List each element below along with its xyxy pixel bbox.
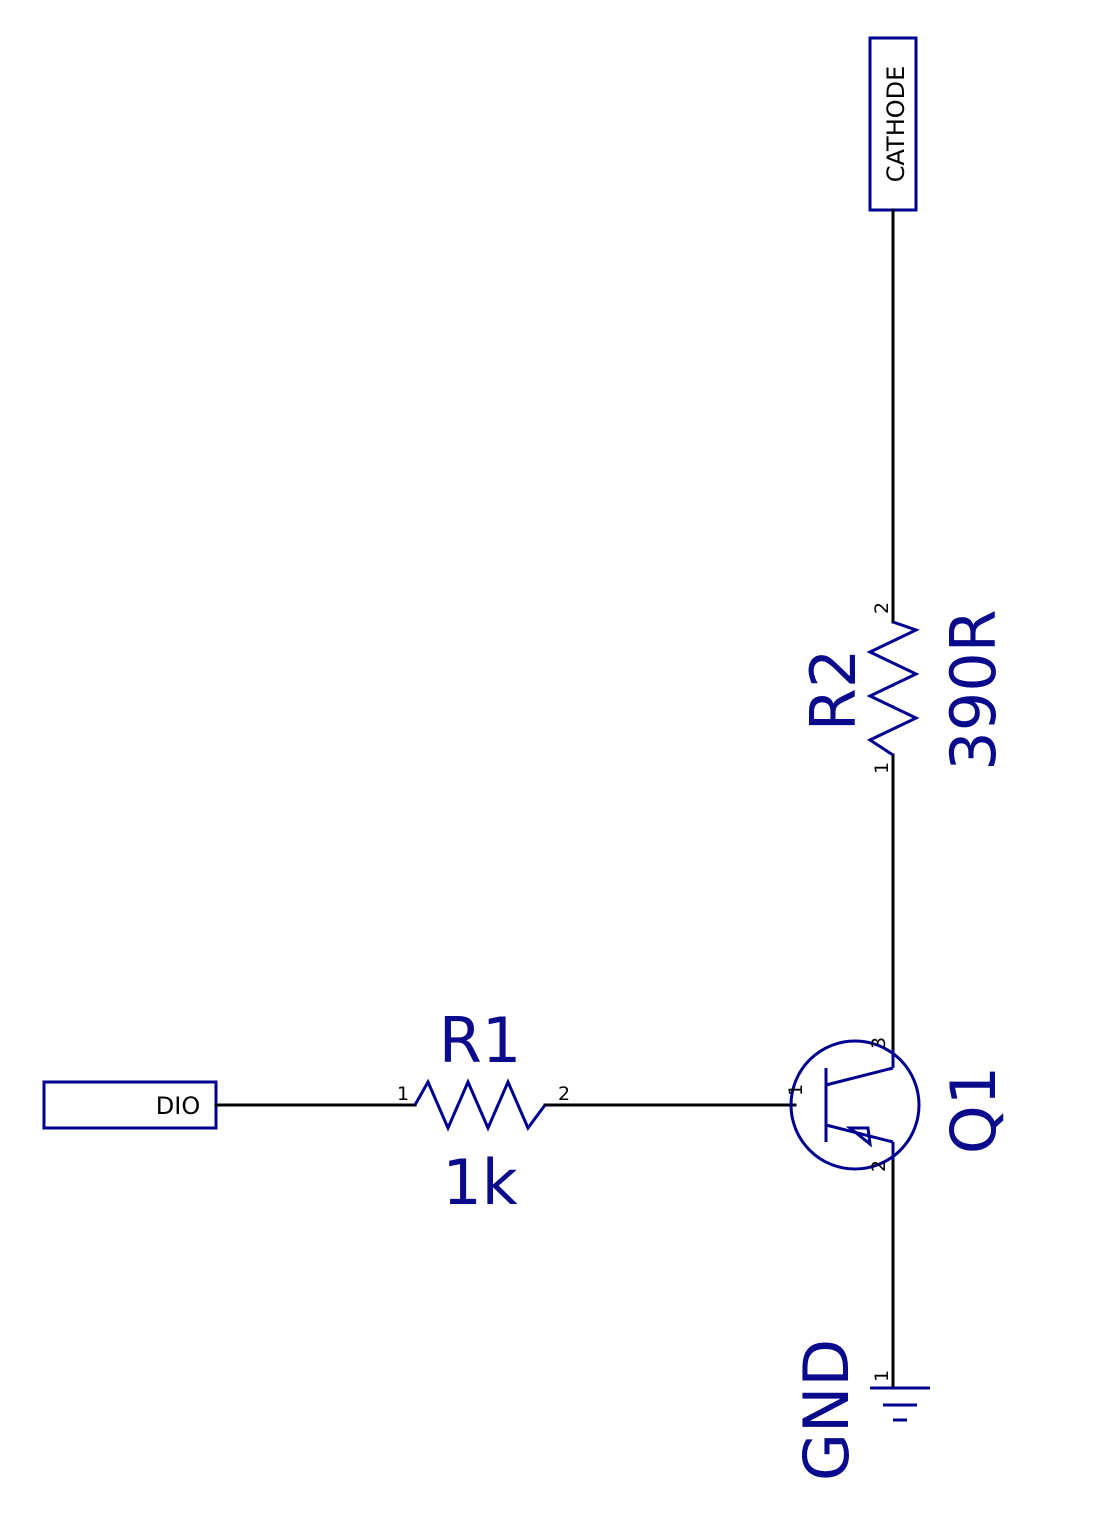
transistor-q1-emitter-arrow bbox=[845, 1126, 872, 1148]
resistor-r1: 1 2 R1 1k bbox=[397, 1004, 570, 1219]
resistor-r1-pin2-label: 2 bbox=[558, 1083, 570, 1105]
resistor-r2: 1 2 R2 390R bbox=[797, 602, 1010, 774]
resistor-r2-zigzag bbox=[866, 620, 920, 757]
ground-designator: GND bbox=[790, 1339, 863, 1481]
transistor-q1-pin-base-label: 1 bbox=[785, 1084, 807, 1096]
resistor-r2-designator: R2 bbox=[797, 649, 870, 732]
resistor-r2-value: 390R bbox=[937, 609, 1010, 770]
transistor-q1-emitter-lead bbox=[825, 1123, 894, 1144]
transistor-q1-pin-emitter-label: 2 bbox=[868, 1160, 890, 1172]
wires bbox=[214, 208, 895, 1390]
resistor-r2-pin2-label: 2 bbox=[871, 602, 893, 614]
resistor-r1-designator: R1 bbox=[439, 1004, 522, 1077]
dio-port-label: DIO bbox=[156, 1092, 200, 1120]
resistor-r1-value: 1k bbox=[442, 1146, 517, 1219]
resistor-r2-pin1-label: 1 bbox=[871, 762, 893, 774]
cathode-port-label: CATHODE bbox=[882, 66, 910, 183]
transistor-q1-collector-lead bbox=[825, 1066, 894, 1087]
dio-port: DIO bbox=[42, 1080, 218, 1130]
transistor-q1: 1 2 3 Q1 bbox=[785, 1037, 1010, 1172]
transistor-q1-body bbox=[789, 1039, 921, 1171]
transistor-q1-designator: Q1 bbox=[937, 1066, 1010, 1154]
transistor-q1-pin-collector-label: 3 bbox=[868, 1037, 890, 1049]
resistor-r1-pin1-label: 1 bbox=[397, 1083, 409, 1105]
cathode-port: CATHODE bbox=[868, 36, 918, 212]
ground-pin-label: 1 bbox=[871, 1370, 893, 1382]
ground-symbol: 1 GND bbox=[790, 1339, 930, 1481]
resistor-r1-zigzag bbox=[413, 1078, 547, 1132]
